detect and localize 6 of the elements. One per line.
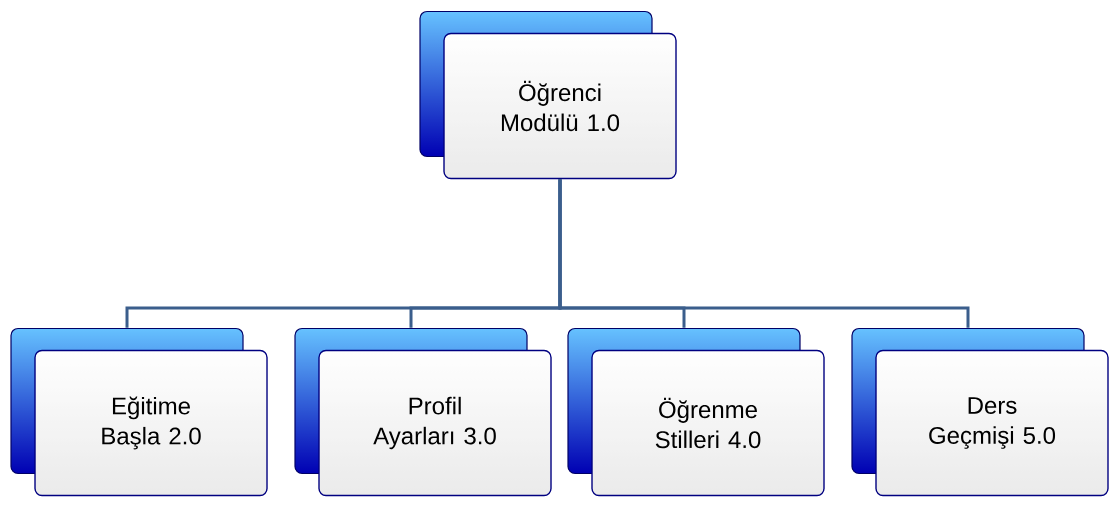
process-box: Öğrenci Modülü 1.0 bbox=[419, 10, 677, 180]
connector-line bbox=[558, 179, 970, 328]
process-box: Öğrenme Stilleri 4.0 bbox=[567, 327, 825, 497]
process-box: Profil Ayarları 3.0 bbox=[294, 327, 552, 497]
process-box: Ders Geçmişi 5.0 bbox=[851, 327, 1109, 497]
process-box: Eğitime Başla 2.0 bbox=[10, 327, 268, 497]
